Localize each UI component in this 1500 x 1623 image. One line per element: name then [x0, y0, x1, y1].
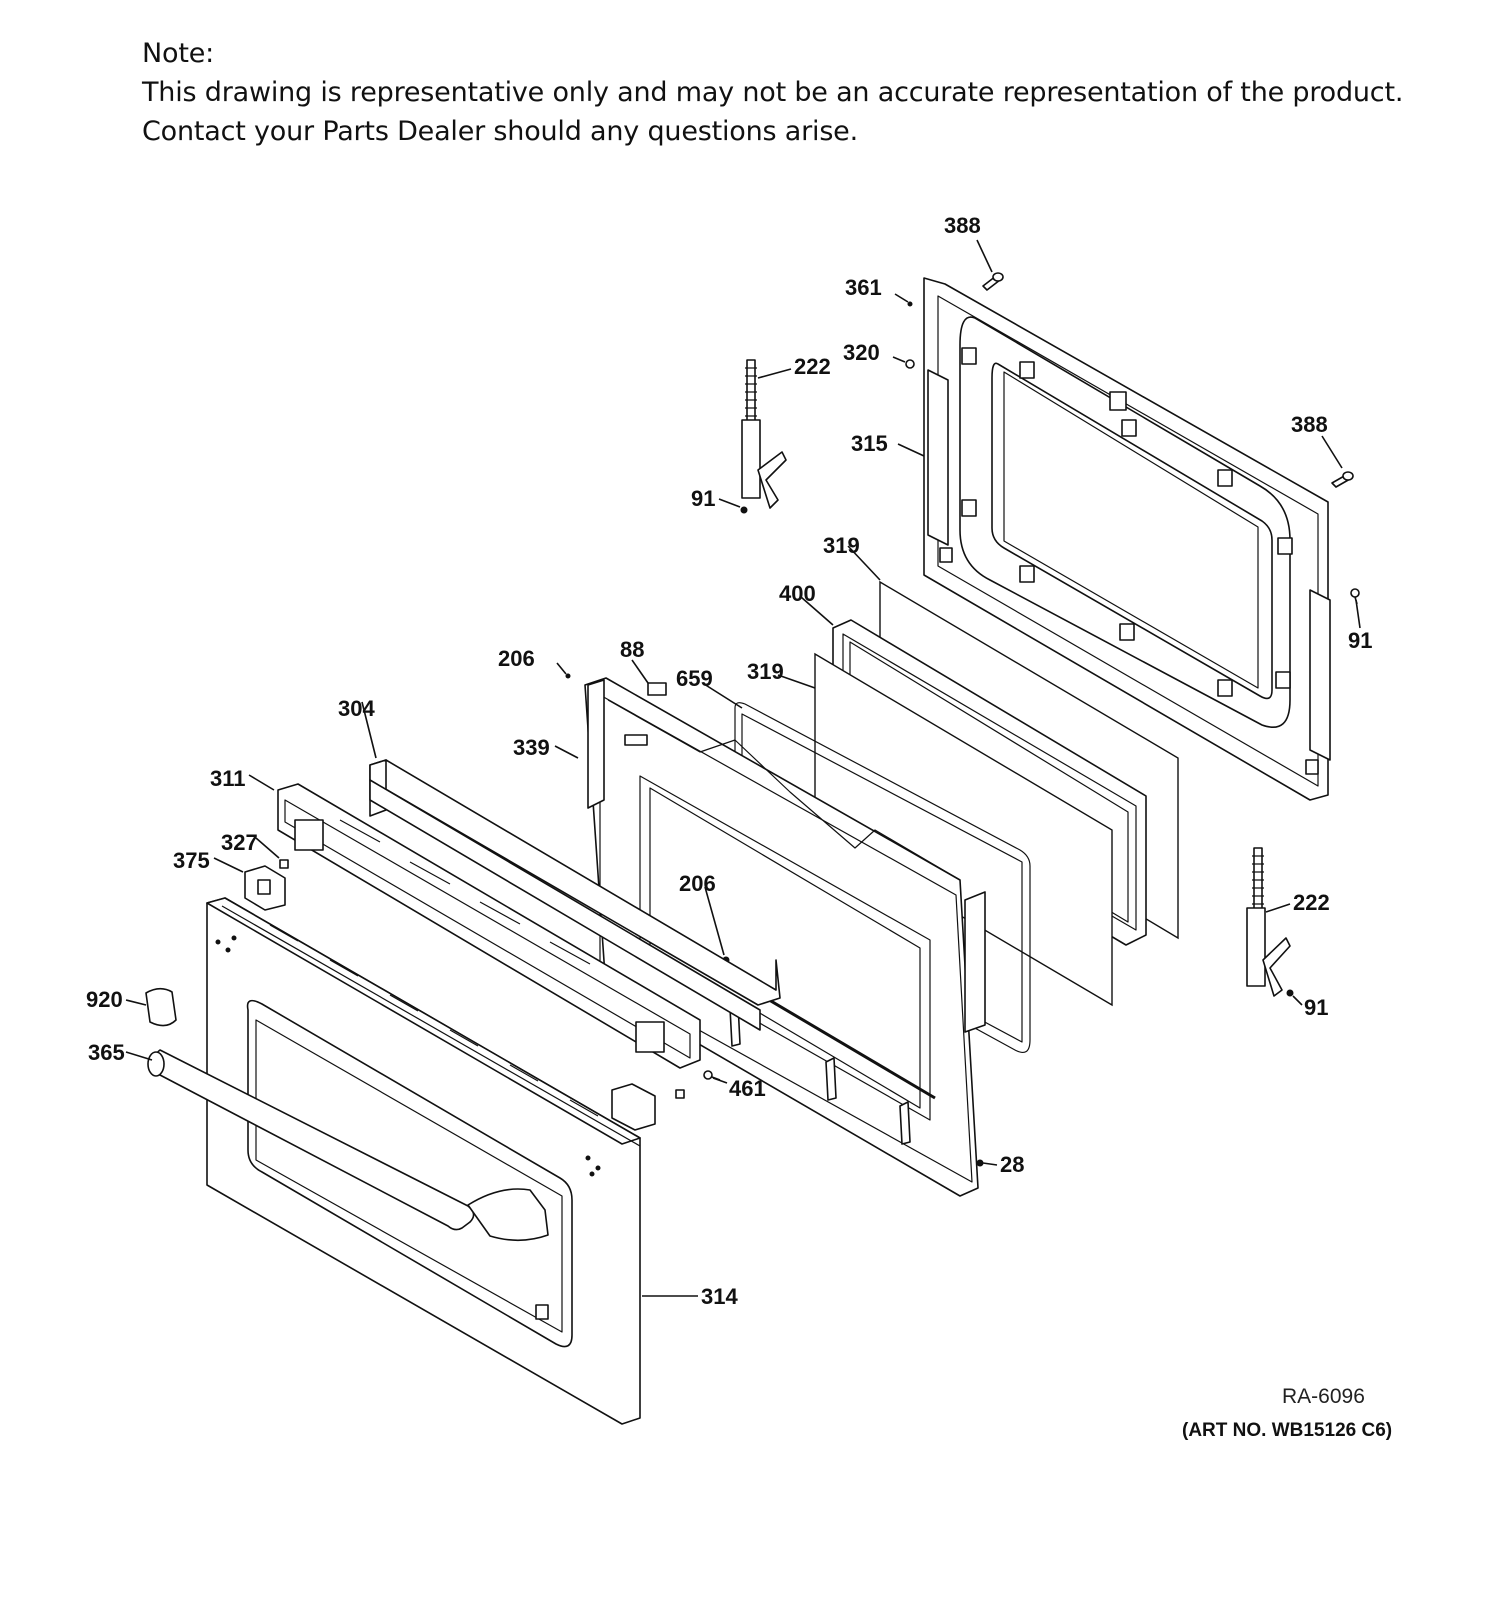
callout-91-lower: 91 [1304, 995, 1328, 1020]
part-319-glass-front [814, 652, 1113, 1007]
part-375-bracket-right [611, 1083, 685, 1131]
callout-361: 361 [845, 275, 882, 300]
part-311-vent-trim [277, 783, 701, 1069]
callout-206-lower: 206 [679, 871, 716, 896]
part-361-pin [907, 301, 913, 307]
leader-lines [125, 239, 1361, 1297]
callout-327: 327 [221, 830, 258, 855]
callout-320: 320 [843, 340, 880, 365]
art-number: (ART NO. WB15126 C6) [1182, 1420, 1392, 1441]
disclaimer-note: Note: This drawing is representative onl… [142, 34, 1403, 151]
callout-400: 400 [779, 581, 816, 606]
callout-labels: 388 361 320 222 315 388 91 319 91 400 20… [86, 213, 1372, 1309]
note-line-1: This drawing is representative only and … [142, 77, 1404, 108]
callout-28: 28 [1000, 1152, 1024, 1177]
callout-88: 88 [620, 637, 644, 662]
callout-365: 365 [88, 1040, 125, 1065]
callout-222-lower: 222 [1293, 890, 1330, 915]
part-388-screw-right [1331, 471, 1354, 488]
part-375-bracket [244, 865, 286, 911]
callout-304: 304 [338, 696, 375, 721]
callout-388-top: 388 [944, 213, 981, 238]
part-91-screw-upper [740, 506, 748, 514]
callout-222-upper: 222 [794, 354, 831, 379]
drawing-ref-number: RA-6096 [1282, 1385, 1365, 1408]
callout-315: 315 [851, 431, 888, 456]
part-206-screw-upper [565, 673, 571, 679]
part-920-handle-cap [145, 987, 177, 1027]
part-388-screw-top [982, 272, 1004, 291]
callout-339: 339 [513, 735, 550, 760]
part-91-screw-lower [1286, 989, 1294, 997]
part-28-screw [976, 1159, 984, 1167]
part-365-handle [147, 1049, 549, 1242]
note-heading: Note: [142, 38, 215, 69]
part-320-screw [905, 359, 915, 369]
part-461-screw [703, 1070, 721, 1081]
callout-920: 920 [86, 987, 123, 1012]
part-88-label [647, 682, 667, 696]
part-222-hinge-lower [1246, 847, 1294, 997]
callout-659: 659 [676, 666, 713, 691]
note-line-2: Contact your Parts Dealer should any que… [142, 116, 858, 147]
part-222-hinge-upper [740, 359, 787, 514]
callout-375: 375 [173, 848, 210, 873]
callout-91-upper: 91 [691, 486, 715, 511]
part-91-screw-right [1350, 588, 1360, 605]
callout-206-upper: 206 [498, 646, 535, 671]
callout-319-front: 319 [747, 659, 784, 684]
callout-311: 311 [210, 766, 246, 791]
part-304-baffle [369, 759, 781, 1031]
part-315-inner-frame [923, 277, 1331, 801]
callout-91-right: 91 [1348, 628, 1372, 653]
part-314-outer-door [206, 897, 641, 1425]
callout-388-right: 388 [1291, 412, 1328, 437]
callout-314: 314 [701, 1284, 738, 1309]
callout-319-back: 319 [823, 533, 860, 558]
part-327-clip [279, 859, 289, 869]
callout-461: 461 [729, 1076, 766, 1101]
